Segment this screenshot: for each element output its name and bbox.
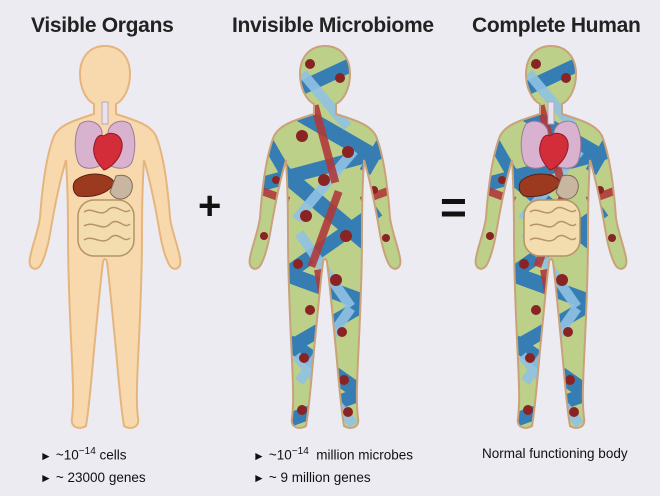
fact-cells: ►~10−14 cells [40, 441, 146, 467]
plus-operator: + [198, 186, 221, 226]
fact-genes: ►~ 23000 genes [40, 467, 146, 489]
complete-trachea [548, 102, 554, 124]
title-complete-human: Complete Human [472, 14, 641, 38]
bullet-icon: ► [253, 471, 265, 485]
visible-organs-figure [20, 40, 190, 440]
microbe-pattern [240, 40, 410, 440]
complete-human-figure [466, 40, 636, 440]
bullet-icon: ► [253, 449, 265, 463]
title-visible-organs: Visible Organs [31, 14, 173, 38]
visible-organs-facts: ►~10−14 cells ►~ 23000 genes [40, 441, 146, 489]
bullet-icon: ► [40, 449, 52, 463]
intestines [78, 200, 134, 256]
microbiome-figure [240, 40, 410, 440]
title-invisible-microbiome: Invisible Microbiome [232, 14, 434, 38]
microbiome-facts: ►~10−14 million microbes ►~ 9 million ge… [253, 441, 413, 489]
fact-microbe-genes: ►~ 9 million genes [253, 467, 413, 489]
complete-intestines [524, 200, 580, 256]
complete-human-caption: Normal functioning body [482, 446, 628, 461]
trachea [102, 102, 108, 124]
bullet-icon: ► [40, 471, 52, 485]
equals-operator: = [440, 184, 467, 230]
fact-microbes: ►~10−14 million microbes [253, 441, 413, 467]
